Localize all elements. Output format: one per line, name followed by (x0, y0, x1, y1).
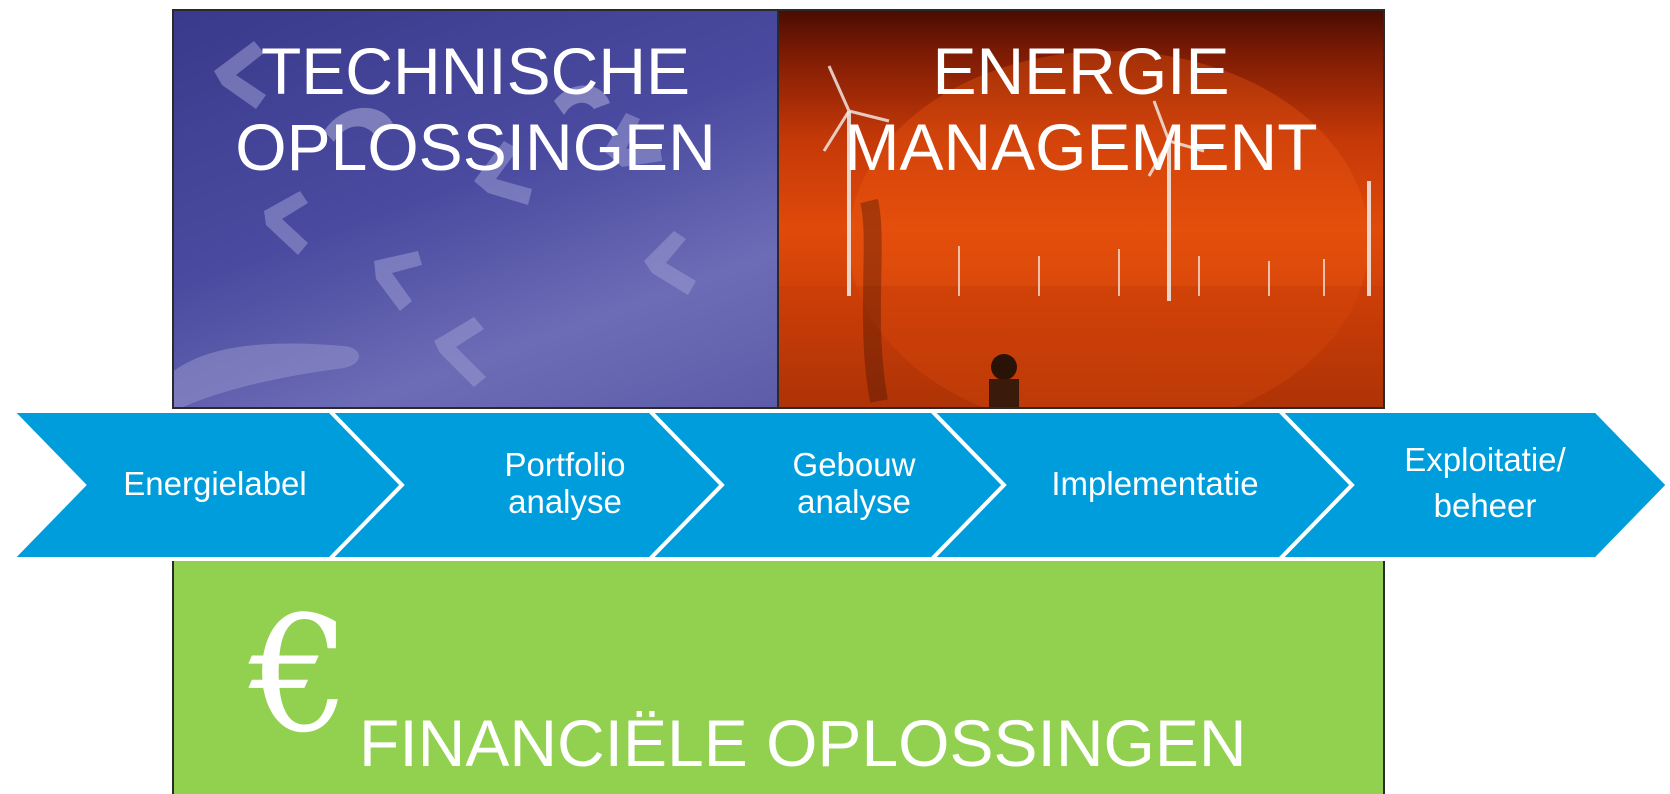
technical-solutions-title-line2: OPLOSSINGEN (235, 110, 716, 184)
technical-solutions-title: TECHNISCHE OPLOSSINGEN (174, 33, 777, 185)
step-label-line1: Gebouw (792, 446, 916, 483)
paper-figures-illustration (174, 41, 696, 407)
step-label-line1: Implementatie (1051, 465, 1259, 502)
technical-solutions-panel: TECHNISCHE OPLOSSINGEN (172, 9, 779, 409)
financial-solutions-title: FINANCIËLE OPLOSSINGEN (359, 706, 1247, 780)
step-label-energielabel: Energielabel (100, 465, 330, 502)
energy-management-title-line1: ENERGIE (932, 34, 1230, 108)
energy-management-panel: ENERGIE MANAGEMENT (777, 9, 1385, 409)
step-label-line2: beheer (1433, 487, 1537, 524)
euro-icon: € (249, 581, 351, 768)
step-label-line1: Exploitatie/ (1404, 441, 1566, 478)
step-label-line2: analyse (508, 483, 622, 520)
step-label-line1: Energielabel (123, 465, 307, 502)
technical-solutions-title-line1: TECHNISCHE (260, 34, 691, 108)
step-label-portfolio-analyse: Portfolio analyse (440, 446, 690, 520)
step-label-implementatie: Implementatie (1030, 465, 1280, 502)
step-label-line2: analyse (797, 483, 911, 520)
financial-solutions-panel: € FINANCIËLE OPLOSSINGEN (172, 553, 1385, 794)
wind-turbine-field-illustration (779, 51, 1383, 407)
energy-management-title: ENERGIE MANAGEMENT (779, 33, 1383, 185)
step-label-exploitatie-beheer: Exploitatie/ beheer (1360, 437, 1610, 529)
step-label-gebouw-analyse: Gebouw analyse (754, 446, 954, 520)
step-chevron-exploitatie-beheer (1275, 409, 1670, 561)
step-label-line1: Portfolio (504, 446, 626, 483)
energy-management-title-line2: MANAGEMENT (844, 110, 1318, 184)
